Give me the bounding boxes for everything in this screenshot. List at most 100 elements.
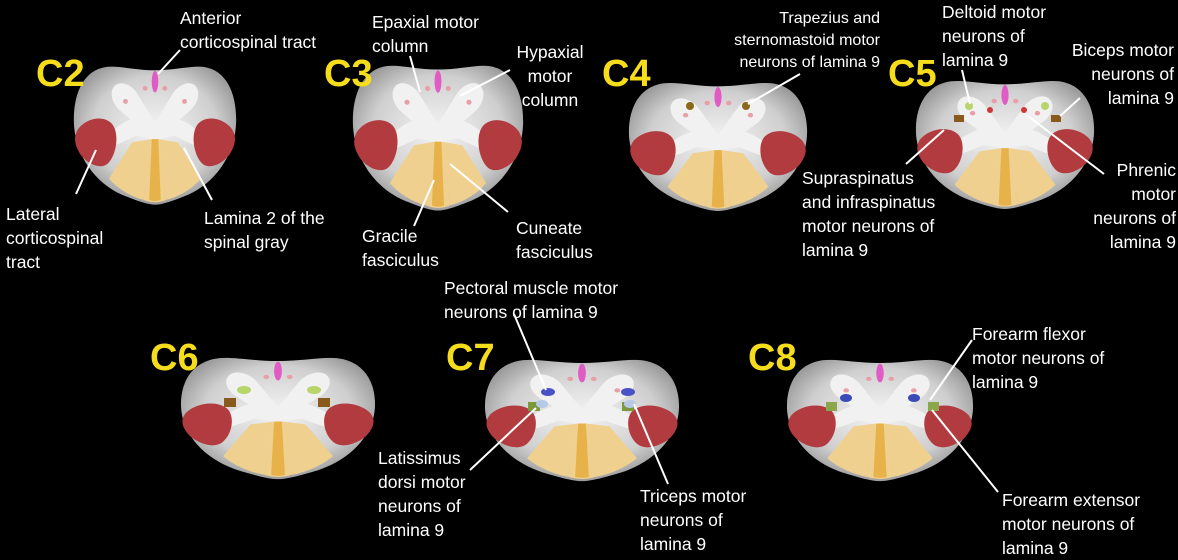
pool-phrenic-right [1021, 107, 1027, 113]
label-forearm-flexor-motor: Forearm flexor motor neurons of lamina 9 [972, 322, 1104, 394]
leader-lines [75, 49, 1105, 493]
cord-section-c4 [628, 82, 808, 211]
pool-pectoral-left [541, 388, 555, 396]
label-line: and infraspinatus [802, 192, 936, 212]
label-line: motor neurons of [802, 216, 935, 236]
pool-triceps-left [536, 400, 548, 408]
pool-biceps-left [954, 115, 964, 122]
label-line: sternomastoid motor [734, 32, 880, 49]
label-line: neurons of [1091, 64, 1174, 84]
label-line: Lamina 2 of the [204, 208, 325, 228]
pool-deltoid-right [1041, 102, 1049, 110]
label-line: Supraspinatus [802, 168, 914, 188]
label-phrenic-motor: Phrenic motor neurons of lamina 9 [1070, 158, 1176, 254]
label-epaxial-motor-column: Epaxial motor column [372, 10, 479, 58]
label-line: Biceps motor [1071, 40, 1174, 60]
label-line: neurons of lamina 9 [739, 54, 880, 71]
pool-c6-left-brown [224, 398, 236, 407]
pool-deltoid-left [965, 102, 973, 110]
label-line: motor neurons of [972, 348, 1105, 368]
pool-c6-right-brown [318, 398, 330, 407]
cord-section-c6 [180, 357, 376, 480]
label-line: Cuneate [516, 218, 583, 238]
label-line: Lateral [6, 204, 60, 224]
label-forearm-extensor-motor: Forearm extensor motor neurons of lamina… [1002, 488, 1140, 560]
label-deltoid-motor: Deltoid motor neurons of lamina 9 [942, 0, 1046, 72]
label-line: tract [6, 252, 41, 272]
cord-section-c7 [484, 359, 680, 482]
label-line: column [521, 90, 579, 110]
label-supraspinatus-infraspinatus: Supraspinatus and infraspinatus motor ne… [802, 166, 935, 262]
label-line: Triceps motor [640, 486, 747, 506]
label-line: lamina 9 [1109, 232, 1176, 252]
pool-c6-right-green [307, 386, 321, 394]
label-line: neurons of [378, 496, 461, 516]
label-line: lamina 9 [802, 240, 869, 260]
pool-pectoral-right [621, 388, 635, 396]
level-label-c2: C2 [36, 53, 85, 95]
label-biceps-motor: Biceps motor neurons of lamina 9 [1050, 38, 1174, 110]
label-line: Hypaxial [516, 42, 584, 62]
label-line: spinal gray [204, 232, 289, 252]
pool-biceps-right [1051, 115, 1061, 122]
label-line: Gracile [362, 226, 418, 246]
label-line: Phrenic [1116, 160, 1176, 180]
label-lamina-2: Lamina 2 of the spinal gray [204, 206, 325, 254]
label-cuneate-fasciculus: Cuneate fasciculus [516, 216, 593, 264]
pool-flexor-left [840, 394, 852, 402]
label-line: neurons of [640, 510, 723, 530]
label-pectoral-muscle-motor: Pectoral muscle motor neurons of lamina … [444, 276, 618, 324]
label-line: motor neurons of [1002, 514, 1135, 534]
label-line: Forearm extensor [1002, 490, 1141, 510]
label-line: Latissimus [378, 448, 461, 468]
level-label-c4: C4 [602, 53, 651, 95]
label-line: Pectoral muscle motor [444, 278, 619, 298]
level-label-c6: C6 [150, 337, 199, 379]
label-line: motor [1131, 184, 1176, 204]
label-line: motor [527, 66, 573, 86]
level-label-c7: C7 [446, 337, 495, 379]
label-line: lamina 9 [1002, 538, 1069, 558]
pool-latissimus-left [528, 402, 540, 411]
pool-triceps-right [624, 400, 636, 408]
label-line: corticospinal [6, 228, 104, 248]
label-line: neurons of lamina 9 [444, 302, 598, 322]
label-line: fasciculus [362, 250, 439, 270]
pool-phrenic-left [987, 107, 993, 113]
label-line: lamina 9 [640, 534, 707, 554]
pool-trapezius-left [686, 102, 694, 110]
label-line: neurons of [942, 26, 1025, 46]
label-trapezius-sternomastoid: Trapezius and sternomastoid motor neuron… [700, 8, 880, 74]
motor-pools [224, 102, 1061, 411]
label-line: Trapezius and [779, 10, 880, 27]
label-line: lamina 9 [1107, 88, 1174, 108]
label-line: lamina 9 [972, 372, 1039, 392]
label-line: lamina 9 [942, 50, 1009, 70]
level-label-c8: C8 [748, 337, 797, 379]
label-line: neurons of [1093, 208, 1176, 228]
label-line: lamina 9 [378, 520, 445, 540]
label-triceps-motor: Triceps motor neurons of lamina 9 [640, 484, 746, 556]
label-lateral-corticospinal-tract: Lateral corticospinal tract [6, 202, 103, 274]
label-latissimus-dorsi-motor: Latissimus dorsi motor neurons of lamina… [378, 446, 466, 542]
label-anterior-corticospinal-tract: Anterior corticospinal tract [180, 6, 316, 54]
label-line: column [372, 36, 429, 56]
label-line: corticospinal tract [180, 32, 317, 52]
level-label-c5: C5 [888, 53, 937, 95]
pool-extensor-left [826, 402, 837, 411]
label-line: fasciculus [516, 242, 593, 262]
pool-c6-left-green [237, 386, 251, 394]
label-gracile-fasciculus: Gracile fasciculus [362, 224, 439, 272]
label-line: Epaxial motor [372, 12, 479, 32]
pool-extensor-right [928, 402, 939, 411]
label-hypaxial-motor-column: Hypaxial motor column [510, 40, 590, 112]
label-line: Forearm flexor [972, 324, 1086, 344]
label-line: dorsi motor [378, 472, 466, 492]
label-line: Deltoid motor [942, 2, 1047, 22]
level-label-c3: C3 [324, 53, 373, 95]
label-line: Anterior [180, 8, 242, 28]
cord-section-c2 [73, 66, 237, 205]
pool-flexor-right [908, 394, 920, 402]
cord-section-c3 [352, 65, 524, 211]
